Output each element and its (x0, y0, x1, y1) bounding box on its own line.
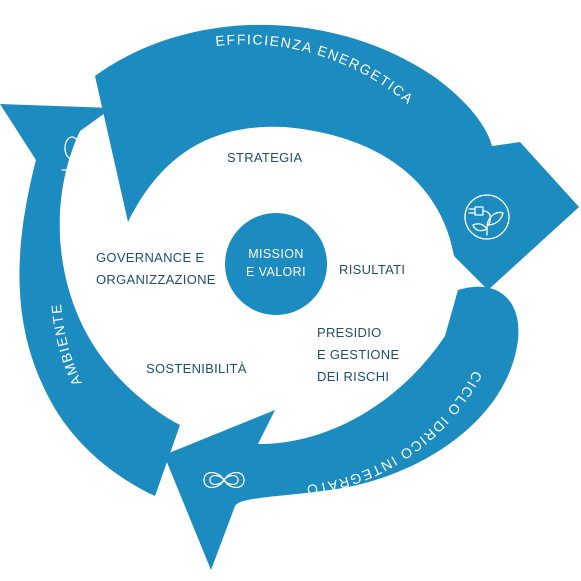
trees-icon (61, 130, 107, 171)
center-circle (225, 213, 327, 315)
label-sostenibilita: SOSTENIBILITÀ (146, 361, 247, 376)
plug-leaf-icon (464, 194, 510, 240)
label-governance-line2: ORGANIZZAZIONE (96, 272, 216, 287)
label-risultati: RISULTATI (339, 262, 405, 277)
label-presidio-line2: E GESTIONE (317, 347, 399, 362)
infinity-icon (203, 471, 245, 489)
label-presidio-line3: DEI RISCHI (317, 369, 389, 384)
arrow-ambiente (0, 104, 180, 496)
label-strategia: STRATEGIA (227, 150, 302, 165)
label-presidio-line1: PRESIDIO (317, 325, 382, 340)
arrow-ciclo-idrico-integrato (164, 286, 519, 570)
label-governance-line1: GOVERNANCE E (96, 250, 204, 265)
center-label-line1: MISSION (248, 247, 304, 261)
center-label-line2: E VALORI (246, 265, 306, 279)
arrow-efficienza-energetica (95, 24, 579, 291)
